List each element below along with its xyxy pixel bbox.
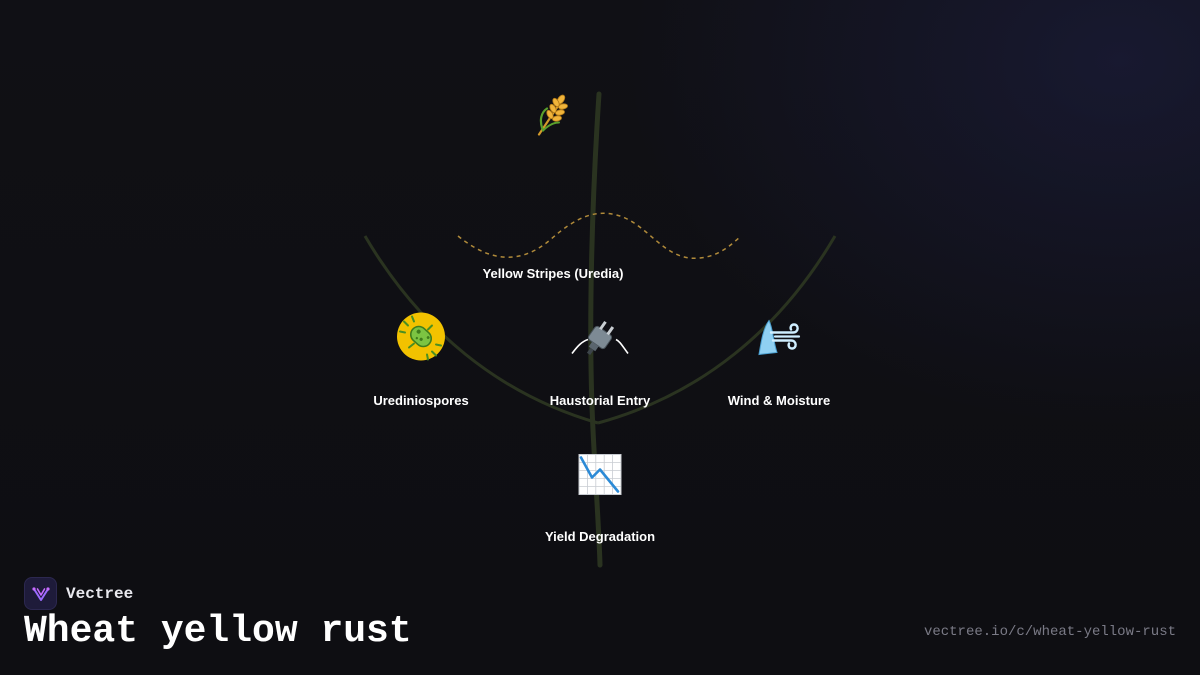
node-label-yield: Yield Degradation [544,529,656,544]
right-branch-line [597,235,837,425]
wind-icon [755,315,803,364]
brand-name: Vectree [66,584,134,603]
stripe-dashed-line [457,212,742,259]
brand[interactable]: Vectree [24,577,133,610]
node-label-stripes: Yellow Stripes (Uredia) [482,266,624,281]
node-label-wind: Wind & Moisture [727,393,831,408]
wheat-icon [529,91,577,144]
chart-decreasing-icon [578,454,622,501]
node-label-spores: Urediniospores [373,393,469,408]
plug-icon [570,316,630,365]
left-branch-line [363,235,599,425]
stem-line [588,91,603,568]
page-title: Wheat yellow rust [24,610,412,653]
vectree-logo-icon [24,577,57,610]
node-label-entry: Haustorial Entry [549,393,651,408]
page-url-link[interactable]: vectree.io/c/wheat-yellow-rust [923,624,1176,640]
microbe-icon [396,312,446,367]
